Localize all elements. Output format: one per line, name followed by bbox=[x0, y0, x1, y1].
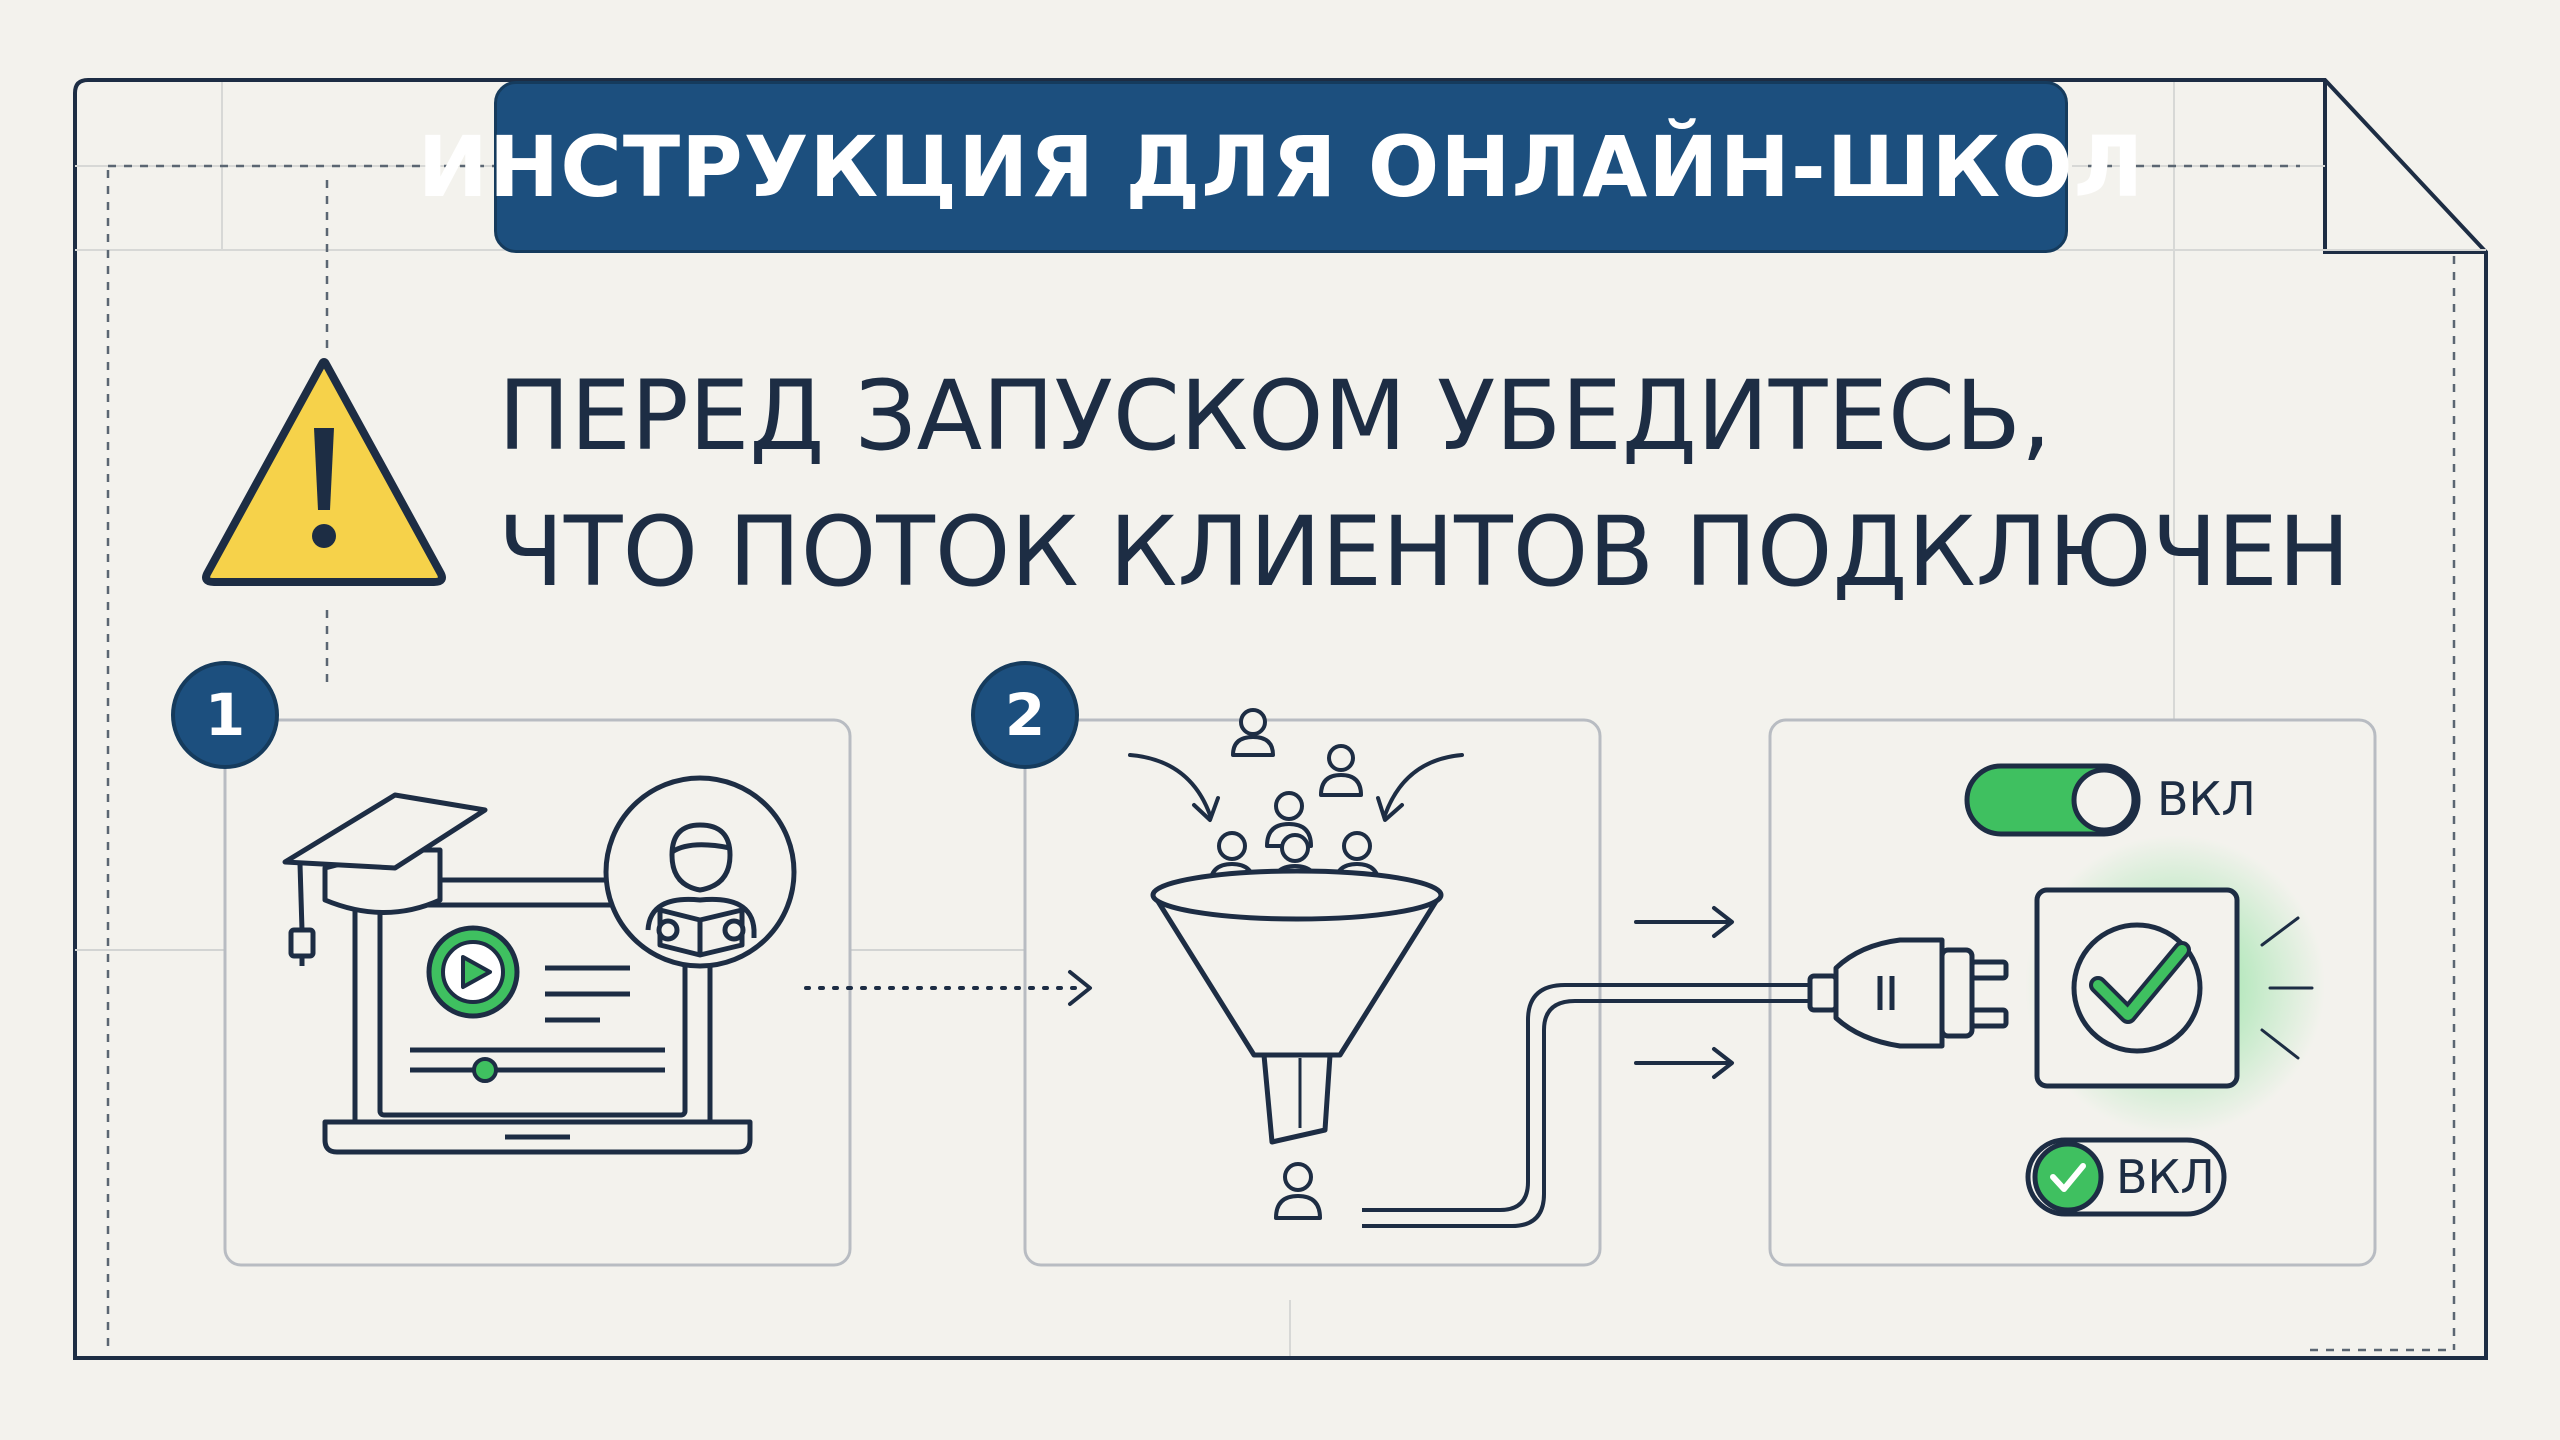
headline-line-2: ЧТО ПОТОК КЛИЕНТОВ ПОДКЛЮЧЕН bbox=[498, 496, 2351, 608]
funnel-icon bbox=[1150, 868, 1444, 1145]
play-icon bbox=[426, 925, 520, 1019]
step-1-number: 1 bbox=[204, 681, 246, 749]
glow-rays bbox=[2260, 916, 2314, 1060]
step-2-number: 2 bbox=[1004, 681, 1046, 749]
warning-icon bbox=[202, 358, 446, 586]
checkbox-check-icon bbox=[2034, 887, 2240, 1089]
student-reading-icon bbox=[603, 775, 797, 969]
progress-slider-icon bbox=[472, 1057, 498, 1083]
arrow-right-icon bbox=[1634, 906, 1734, 1079]
step-1-badge bbox=[171, 661, 279, 769]
plug-icon bbox=[1807, 937, 2009, 1049]
step-1-panel bbox=[223, 718, 852, 1267]
toggle-pill-icon[interactable] bbox=[2025, 1137, 2227, 1217]
pill-on-label: ВКЛ bbox=[2116, 1150, 2215, 1204]
person-icon bbox=[1319, 744, 1363, 797]
person-icon bbox=[1274, 1162, 1322, 1220]
toggle-switch-icon[interactable] bbox=[1964, 763, 2141, 837]
dashed-guides bbox=[106, 164, 2456, 1352]
step-2-badge bbox=[971, 661, 1079, 769]
laptop-icon bbox=[322, 877, 753, 1155]
step-3-panel bbox=[1768, 718, 2377, 1267]
folded-corner bbox=[2323, 80, 2486, 254]
inflow-arrows bbox=[1128, 753, 1464, 822]
headline: ПЕРЕД ЗАПУСКОМ УБЕДИТЕСЬ, ЧТО ПОТОК КЛИЕ… bbox=[498, 348, 2398, 620]
step-2-panel bbox=[1023, 718, 1602, 1267]
person-icon bbox=[1231, 708, 1275, 757]
toggle-on-label: ВКЛ bbox=[2157, 772, 2256, 826]
page-title: ИНСТРУКЦИЯ ДЛЯ ОНЛАЙН-ШКОЛ bbox=[418, 81, 2143, 253]
headline-line-1: ПЕРЕД ЗАПУСКОМ УБЕДИТЕСЬ, bbox=[498, 360, 2052, 472]
document-sheet bbox=[73, 78, 2488, 1360]
arrow-right-icon bbox=[804, 970, 1092, 1006]
graduation-cap-icon bbox=[282, 792, 488, 966]
cable bbox=[1362, 983, 1815, 1228]
